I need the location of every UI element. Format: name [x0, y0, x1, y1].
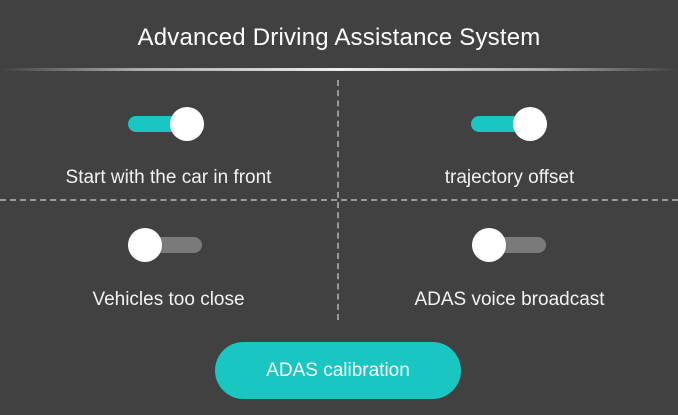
setting-cell-vehicles-too-close: Vehicles too close [0, 201, 337, 321]
setting-cell-adas-voice-broadcast: ADAS voice broadcast [341, 201, 678, 321]
toggle-knob [472, 228, 506, 262]
trajectory-offset-toggle[interactable] [471, 107, 547, 141]
adas-voice-broadcast-toggle[interactable] [472, 228, 548, 262]
setting-cell-start-with-car-in-front: Start with the car in front [0, 80, 337, 200]
start-with-car-in-front-label: Start with the car in front [65, 167, 272, 188]
page-title: Advanced Driving Assistance System [137, 24, 541, 51]
grid-divider-horizontal [0, 199, 678, 201]
title-underline [0, 68, 678, 71]
start-with-car-in-front-toggle[interactable] [128, 107, 204, 141]
adas-voice-broadcast-label: ADAS voice broadcast [414, 289, 605, 310]
setting-cell-trajectory-offset: trajectory offset [341, 80, 678, 200]
adas-calibration-button[interactable]: ADAS calibration [215, 342, 461, 399]
toggle-knob [513, 107, 547, 141]
toggle-knob [128, 228, 162, 262]
vehicles-too-close-toggle[interactable] [128, 228, 204, 262]
toggle-knob [170, 107, 204, 141]
vehicles-too-close-label: Vehicles too close [92, 289, 245, 310]
trajectory-offset-label: trajectory offset [444, 167, 575, 188]
